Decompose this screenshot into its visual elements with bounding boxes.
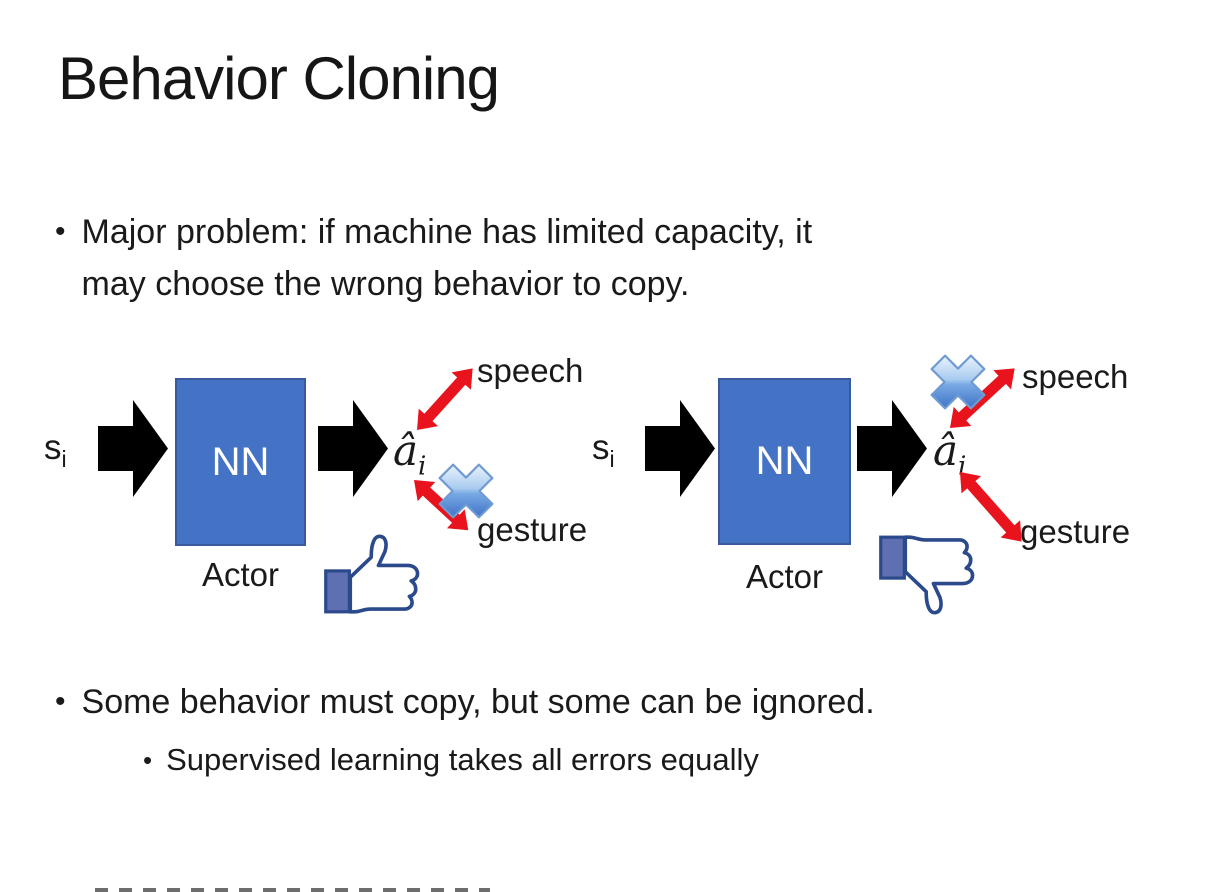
red-double-arrow-gesture-icon: [960, 472, 1022, 542]
cross-out-x-icon: [438, 463, 494, 519]
state-input-label: si: [44, 428, 67, 473]
state-symbol: s: [44, 428, 62, 467]
thumbs-down-icon: [879, 535, 975, 615]
bullet-marker: •: [143, 745, 153, 775]
actor-label: Actor: [745, 558, 824, 595]
gesture-label: gesture: [1020, 513, 1131, 550]
bullet-line-2: may choose the wrong behavior to copy.: [81, 265, 690, 303]
page-title: Behavior Cloning: [58, 45, 500, 112]
right-block-arrow-icon: [645, 400, 715, 497]
speech-label: speech: [477, 352, 584, 389]
right-block-arrow-icon: [98, 400, 168, 497]
bullet-supervised-learning-text: Supervised learning takes all errors equ…: [166, 742, 759, 777]
gesture-label: gesture: [477, 511, 588, 548]
nn-label: NN: [755, 439, 814, 483]
action-subscript: i: [958, 451, 967, 482]
bullet-major-problem: • Major problem: if machine has limited …: [55, 206, 812, 310]
state-symbol: s: [592, 428, 610, 467]
actor-label: Actor: [201, 556, 280, 593]
cross-out-x-icon: [930, 354, 986, 410]
speech-label: speech: [1022, 358, 1129, 395]
bullet-marker: •: [55, 685, 66, 718]
action-output-label: âi: [393, 426, 426, 481]
actor-diagram-right: si NN âi speech: [575, 350, 1185, 645]
bullet-marker: •: [55, 215, 66, 248]
action-output-label: âi: [933, 426, 966, 481]
action-symbol: â: [933, 426, 959, 475]
bullet-some-behavior: • Some behavior must copy, but some can …: [55, 676, 875, 728]
state-subscript: i: [609, 446, 615, 472]
nn-box: NN: [718, 378, 851, 545]
action-symbol: â: [393, 426, 419, 475]
actor-diagram-left: si NN âi speech gesture: [30, 350, 640, 645]
state-subscript: i: [61, 446, 67, 472]
cropped-text-artifact: [95, 888, 490, 892]
state-input-label: si: [592, 428, 615, 473]
red-double-arrow-speech-icon: [417, 368, 473, 430]
bullet-line-1: Major problem: if machine has limited ca…: [81, 213, 813, 251]
right-block-arrow-icon: [857, 400, 927, 497]
nn-box: NN: [175, 378, 306, 546]
bullet-some-behavior-text: Some behavior must copy, but some can be…: [81, 683, 875, 721]
right-block-arrow-icon: [318, 400, 388, 497]
bullet-supervised-learning: • Supervised learning takes all errors e…: [143, 737, 759, 783]
thumbs-up-icon: [324, 534, 420, 614]
nn-label: NN: [211, 439, 270, 484]
bullet-major-problem-text: Major problem: if machine has limited ca…: [82, 206, 813, 310]
action-subscript: i: [418, 451, 427, 482]
